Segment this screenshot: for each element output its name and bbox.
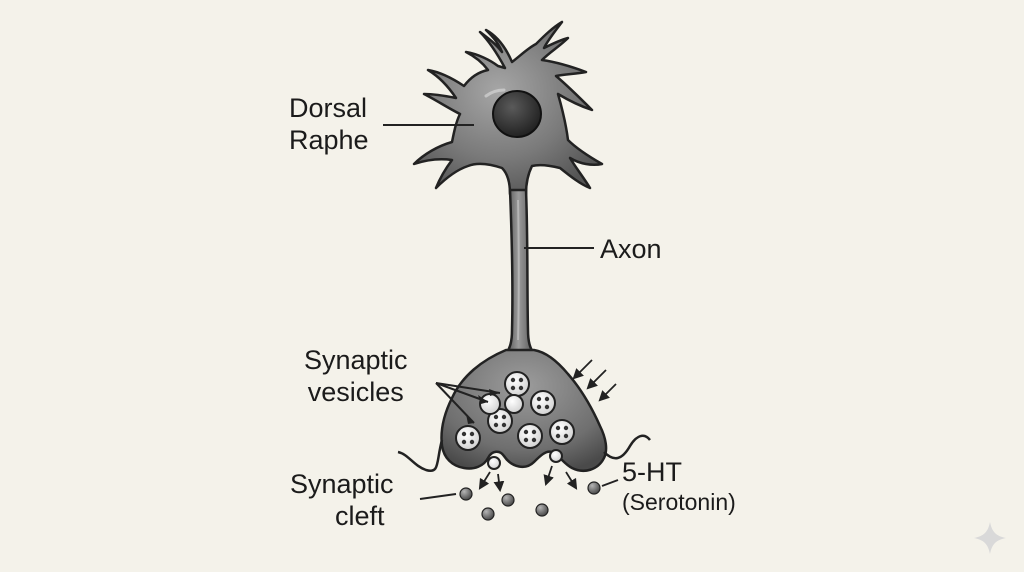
axon-shaft <box>503 188 537 356</box>
label-axon: Axon <box>600 233 662 265</box>
serotonin-molecules <box>459 481 601 521</box>
label-dorsal-raphe-line1: Dorsal <box>289 93 368 123</box>
label-vesicles-line1: Synaptic <box>304 345 408 375</box>
label-serotonin-line2: (Serotonin) <box>622 489 736 515</box>
label-axon-text: Axon <box>600 234 662 264</box>
label-dorsal-raphe-line2: Raphe <box>289 125 369 155</box>
synaptic-vesicles <box>455 371 575 451</box>
vesicle-contents <box>461 377 569 445</box>
sparkle-icon <box>974 522 1006 554</box>
label-synaptic-cleft: Synaptic cleft <box>290 468 394 532</box>
label-cleft-line2: cleft <box>335 501 385 531</box>
axon-terminal <box>397 348 651 472</box>
release-arrows <box>478 465 578 493</box>
fusing-vesicles <box>487 449 563 470</box>
label-serotonin: 5-HT (Serotonin) <box>622 456 736 516</box>
signal-arrows <box>572 359 617 402</box>
neuron-soma <box>412 20 604 196</box>
label-vesicles-line2: vesicles <box>307 377 404 407</box>
label-synaptic-vesicles: Synaptic vesicles <box>304 344 408 408</box>
label-dorsal-raphe: Dorsal Raphe <box>289 92 369 156</box>
label-serotonin-line1: 5-HT <box>622 457 682 487</box>
label-cleft-line1: Synaptic <box>290 469 394 499</box>
